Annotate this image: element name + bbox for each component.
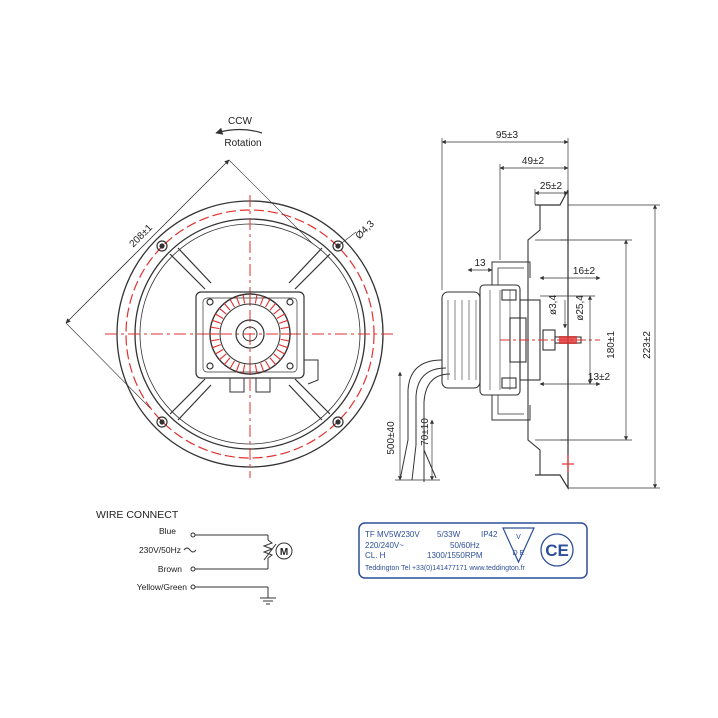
dim-strip: 70±10 [420,418,431,446]
stator-fin [273,307,281,315]
vde-mark [502,527,535,564]
plate-rpm: 1300/1550RPM [427,551,483,560]
spokes [169,247,331,421]
stator-fin [215,313,224,319]
stator-fin [260,296,265,306]
dim-shaft: ø3,4 [548,295,559,315]
wire-earth-label: Yellow/Green [137,582,188,592]
front-view [65,127,395,478]
plate-voltage: 220/240V~ [365,541,404,550]
hole-leader [337,231,357,247]
dim-depth-25: 25±2 [540,181,563,192]
stator-fin [212,319,222,324]
dim-180: 180±1 [606,331,617,359]
wire-connect-title: WIRE CONNECT [96,509,179,521]
ce-mark-border [540,533,574,567]
stator-fin [229,299,235,308]
stator-fin [278,344,288,349]
stator-fin [273,353,281,361]
rotation-direction-label: CCW [228,116,252,127]
stator-fin [210,338,220,342]
hole-dim-label: Ø4,3 [354,218,377,241]
stator-fin [280,338,290,342]
stator-fin [269,303,277,311]
dim-16: 16±2 [573,266,596,277]
stator-fin [265,299,271,308]
stator-fin [254,364,258,374]
ce-mark: CE [545,541,569,560]
dim-depth-49: 49±2 [522,156,545,167]
plate-model: TF MV5W230V [365,530,420,539]
stator-fin [212,344,222,349]
dim-13-lower: 13±2 [588,372,611,383]
stator-fin [260,362,265,372]
dim-13-top: 13 [474,258,486,269]
motor-symbol [275,542,293,560]
vde-v-label: V [516,534,521,541]
stator-fin [276,349,285,355]
stator-fin [219,307,227,315]
wire-supply-label: 230V/50Hz [139,545,181,555]
dim-223: 223±2 [642,331,653,359]
stator-fin [269,357,277,365]
stator-fin [242,294,246,304]
rotation-arrow [215,127,263,135]
motor-housing [195,291,319,393]
rotation-label: Rotation [224,138,261,149]
stator-fin [242,364,246,374]
plate-ip: IP42 [481,530,498,539]
dim-cable: 500±40 [386,421,397,455]
motor-symbol-label: M [280,547,288,558]
stator-fin [223,303,231,311]
stator-fin [254,294,258,304]
plate-contact: Teddington Tel +33(0)141477171 www.teddi… [365,565,526,572]
side-view [395,138,660,491]
stator-fin [223,357,231,365]
vde-de-label: D E [513,550,525,557]
wire-blue-label: Blue [159,526,176,536]
dim-overall-depth: 95±3 [496,130,519,141]
wire-brown-label: Brown [158,564,182,574]
stator-fin [276,313,285,319]
stator-fin [278,319,288,324]
stator-fin [215,349,224,355]
stator-fin [219,353,227,361]
diameter-dimension-line [65,159,230,324]
stator-fin [265,360,271,369]
stator-fin [229,360,235,369]
stator-fin [280,326,290,330]
plate-power: 5/33W [437,530,461,539]
stator-fin [210,326,220,330]
stator-fin [235,362,240,372]
plate-class: CL. H [365,551,386,560]
wiring-schematic [183,532,293,605]
dim-hub: ø25,4 [575,295,586,321]
stator-fin [235,296,240,306]
plate-frequency: 50/60Hz [450,541,480,550]
